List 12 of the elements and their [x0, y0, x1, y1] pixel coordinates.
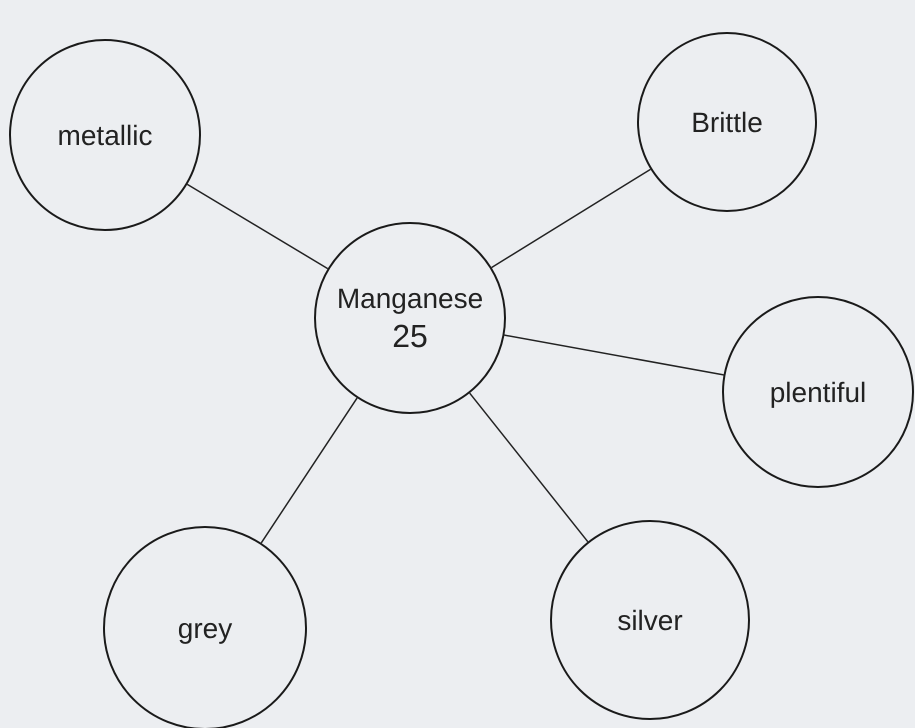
node-label: Brittle — [691, 106, 763, 140]
node-label: plentiful — [770, 376, 866, 410]
connector-line — [260, 398, 358, 544]
node-label: 25 — [392, 316, 428, 356]
connector-line — [186, 184, 328, 270]
node-label: silver — [617, 604, 683, 638]
connector-line — [504, 334, 724, 376]
node-label: grey — [178, 612, 232, 646]
connector-line — [491, 168, 651, 268]
node-label: metallic — [58, 118, 152, 152]
connector-line — [469, 392, 588, 542]
node-label: Manganese — [336, 282, 484, 316]
